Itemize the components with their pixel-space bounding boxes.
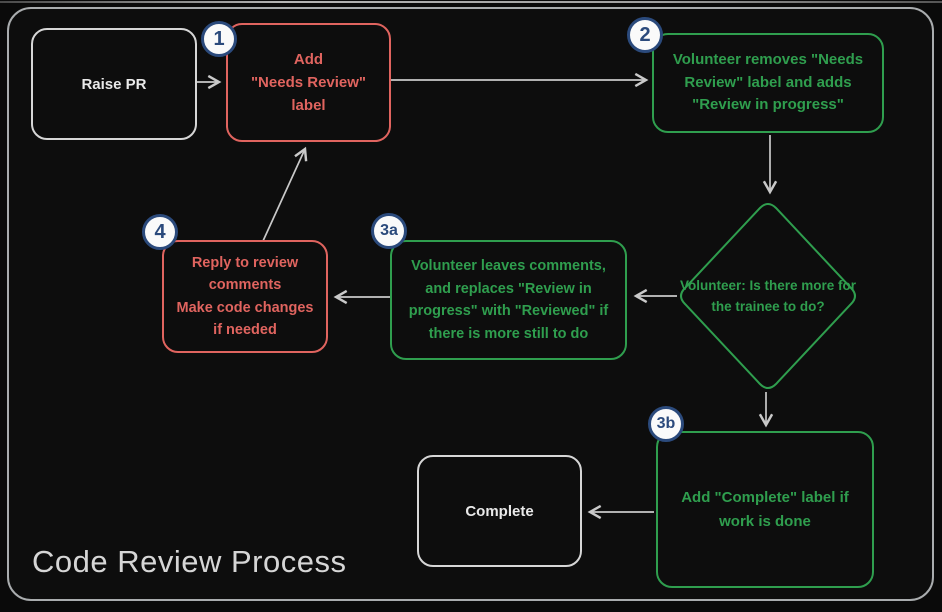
node-raise-pr-label: Raise PR (81, 75, 147, 93)
node-add-complete-label-label: Add "Complete" label if work is done (681, 488, 849, 530)
node-volunteer-removes: Volunteer removes "Needs Review" label a… (652, 33, 884, 133)
step-badge-3a-number: 3a (380, 222, 398, 239)
step-badge-4: 4 (142, 214, 178, 250)
node-volunteer-removes-label: Volunteer removes "Needs Review" label a… (672, 51, 864, 114)
node-raise-pr: Raise PR (31, 28, 197, 140)
node-add-complete-label: Add "Complete" label if work is done (656, 431, 874, 588)
step-badge-2-number: 2 (639, 24, 651, 46)
step-badge-1-number: 1 (213, 28, 225, 50)
node-volunteer-leaves-comments-label: Volunteer leaves comments, and replaces … (408, 258, 609, 342)
step-badge-3a: 3a (371, 213, 407, 249)
node-reply-to-comments-label: Reply to review comments Make code chang… (176, 254, 314, 339)
step-badge-3b-number: 3b (656, 415, 676, 432)
node-add-needs-review-label: Add "Needs Review" label (250, 51, 367, 114)
step-badge-4-number: 4 (154, 221, 166, 243)
top-edge-divider (0, 1, 942, 3)
node-complete-label: Complete (465, 502, 534, 520)
node-reply-to-comments: Reply to review comments Make code chang… (162, 240, 328, 353)
decision-diamond-shape (680, 203, 856, 389)
page-title: Code Review Process (32, 544, 347, 579)
node-decision-label: Volunteer: Is there more for the trainee… (679, 278, 857, 314)
step-badge-3b: 3b (648, 406, 684, 442)
step-badge-1: 1 (201, 21, 237, 57)
step-badge-2: 2 (627, 17, 663, 53)
node-volunteer-leaves-comments: Volunteer leaves comments, and replaces … (390, 240, 627, 360)
edge-reply-to-needsreview (262, 146, 308, 242)
node-complete: Complete (417, 455, 582, 567)
node-decision: Volunteer: Is there more for the trainee… (668, 200, 868, 392)
node-add-needs-review: Add "Needs Review" label (226, 23, 391, 142)
